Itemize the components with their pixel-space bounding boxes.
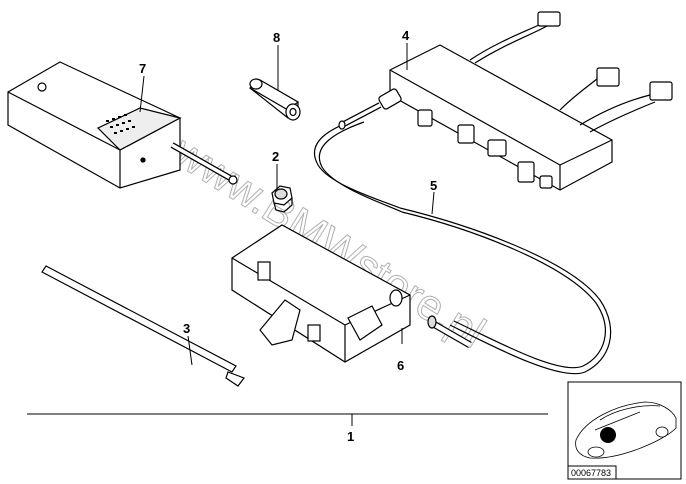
callout-5: 5 — [430, 178, 437, 193]
part-5-cable[interactable] — [313, 102, 612, 375]
callout-1: 1 — [347, 429, 354, 444]
part-7-handset[interactable] — [7, 61, 238, 189]
part-6-module[interactable] — [231, 224, 411, 363]
callout-3: 3 — [183, 321, 190, 336]
part-8-cylinder[interactable] — [248, 78, 301, 121]
part-2-nut[interactable] — [271, 185, 293, 213]
callout-7: 7 — [139, 61, 146, 76]
part-3-cable-tie[interactable] — [41, 265, 245, 387]
reference-code: 00067783 — [571, 468, 611, 478]
callout-8: 8 — [273, 30, 280, 45]
part-4-amplifier[interactable] — [378, 11, 673, 191]
callout-4: 4 — [402, 28, 410, 43]
callout-2: 2 — [272, 149, 279, 164]
car-thumbnail: 00067783 — [567, 381, 682, 480]
callout-6: 6 — [397, 358, 404, 373]
handset-keypad — [106, 114, 135, 134]
leader-lines — [27, 43, 548, 426]
